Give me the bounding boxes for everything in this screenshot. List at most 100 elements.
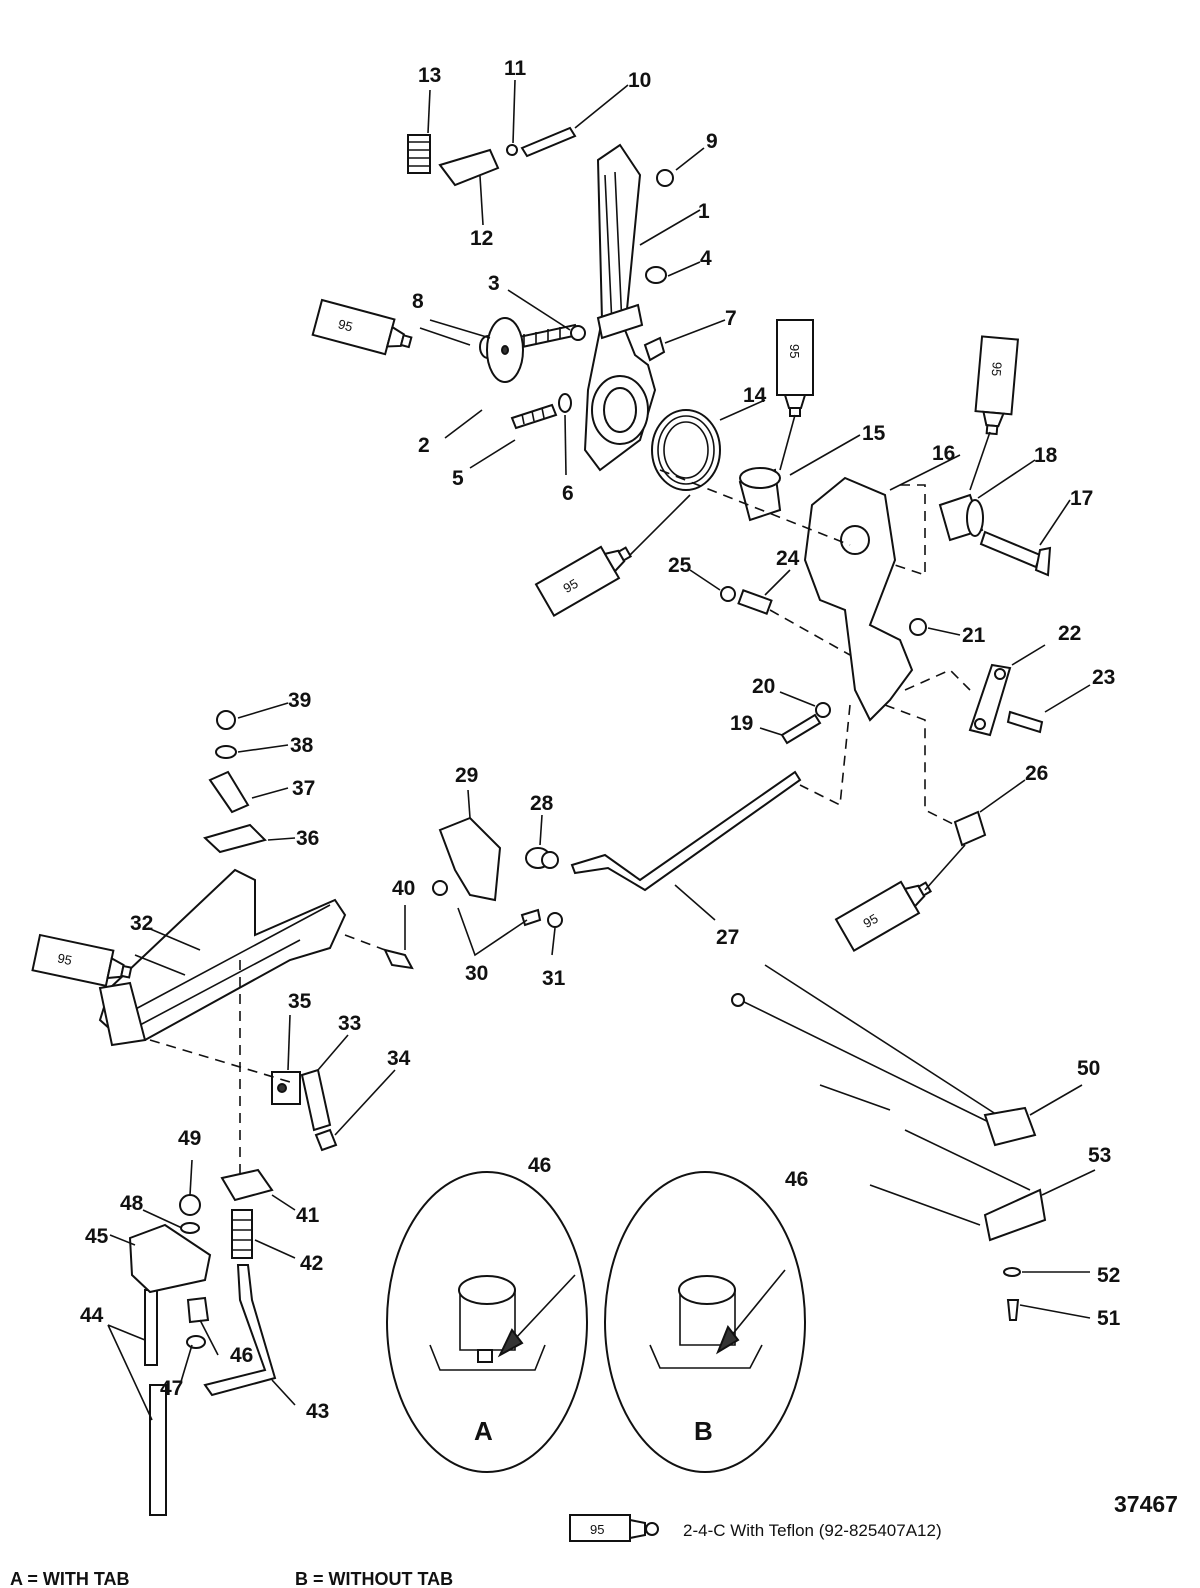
- callout-8: 8: [412, 290, 424, 313]
- callout-42: 42: [300, 1252, 323, 1275]
- bushing-28: [525, 847, 559, 869]
- parts-artwork: [98, 126, 1052, 1516]
- harness-53: [819, 1084, 1047, 1242]
- callout-40: 40: [392, 877, 415, 900]
- callout-23: 23: [1092, 666, 1115, 689]
- tube-label: 95: [337, 316, 355, 334]
- footnote-a: A = WITH TAB: [10, 1569, 130, 1588]
- callout-7: 7: [725, 307, 737, 330]
- callout-36: 36: [296, 827, 319, 850]
- washer-38: [215, 745, 237, 759]
- callout-2: 2: [418, 434, 430, 457]
- screws-30: [432, 880, 542, 927]
- callout-20: 20: [752, 675, 775, 698]
- callout-45: 45: [85, 1225, 109, 1248]
- callout-47: 47: [160, 1377, 183, 1400]
- legend-tube-icon: 95: [569, 1514, 659, 1542]
- callout-14: 14: [743, 384, 767, 407]
- drawing-number: 37467: [1114, 1491, 1178, 1517]
- bushing-46-small: [186, 1296, 210, 1324]
- callout-27: 27: [716, 926, 739, 949]
- callout-22: 22: [1058, 622, 1081, 645]
- callout-49: 49: [178, 1127, 201, 1150]
- plug-7: [643, 336, 666, 362]
- lubricant-tube: 95: [974, 335, 1020, 436]
- lubricant-tubes: 95 95 95 95 95: [31, 298, 1020, 987]
- nut-9: [656, 169, 674, 187]
- detail-a-letter: A: [474, 1416, 493, 1446]
- screw-40: [383, 948, 414, 970]
- callout-26: 26: [1025, 762, 1048, 785]
- callout-18: 18: [1034, 444, 1058, 467]
- callout-11: 11: [504, 57, 527, 80]
- callout-50: 50: [1077, 1057, 1100, 1080]
- washer-11: [506, 144, 518, 156]
- callout-9: 9: [706, 130, 718, 153]
- washer-52: [1003, 1267, 1021, 1277]
- cam-37: [208, 770, 250, 814]
- large-washer-8: [486, 317, 524, 383]
- lubricant-tube: 95: [31, 933, 133, 987]
- callout-leaders: [107, 79, 1096, 1421]
- block-41: [220, 1168, 274, 1202]
- plate-33: [300, 1068, 332, 1132]
- rod-27: [570, 770, 802, 892]
- callout-25: 25: [668, 554, 692, 577]
- screw-19: [780, 713, 822, 745]
- callout-35: 35: [288, 990, 312, 1013]
- callout-numbers: 1 2 3 4 5 6 7 8 9 10 11 12 13 14 15 16 1…: [80, 57, 1121, 1423]
- lubricant-tube: 95: [776, 319, 814, 417]
- spring-42: [231, 1209, 253, 1259]
- callout-10: 10: [628, 69, 651, 92]
- callout-5: 5: [452, 467, 464, 490]
- detail-b: B: [604, 1171, 806, 1473]
- tube-label: 95: [787, 344, 802, 358]
- nut-39: [216, 710, 236, 730]
- tube-label: 95: [56, 950, 73, 968]
- bushing-4: [645, 266, 667, 284]
- callout-13: 13: [418, 64, 441, 87]
- callout-34: 34: [387, 1047, 411, 1070]
- pivot-12: [438, 148, 500, 187]
- screw-23: [1006, 710, 1044, 734]
- nut-31: [547, 912, 563, 928]
- callout-17: 17: [1070, 487, 1093, 510]
- plate-36: [203, 823, 267, 854]
- callout-28: 28: [530, 792, 554, 815]
- bushing-18: [938, 493, 984, 542]
- callout-15: 15: [862, 422, 886, 445]
- spring-24: [737, 589, 773, 615]
- callout-51: 51: [1097, 1307, 1121, 1330]
- callout-30: 30: [465, 962, 488, 985]
- throttle-lever-arm: [583, 143, 657, 472]
- coil-spring-14: [651, 409, 721, 491]
- callout-32: 32: [130, 912, 153, 935]
- spring-13: [407, 134, 431, 174]
- rod-10: [520, 126, 577, 158]
- bracket-32: [98, 868, 347, 1047]
- washer-47: [186, 1335, 206, 1349]
- bushing-15: [738, 467, 782, 522]
- set-screw-5: [510, 403, 558, 430]
- callout-53: 53: [1088, 1144, 1111, 1167]
- lubricant-legend: 95 2-4-C With Teflon (92-825407A12): [569, 1514, 942, 1542]
- callout-29: 29: [455, 764, 478, 787]
- callout-31: 31: [542, 967, 566, 990]
- link-rod-43: [203, 1264, 277, 1397]
- nut-3: [570, 325, 586, 341]
- nut-25: [720, 586, 736, 602]
- callout-46: 46: [230, 1344, 253, 1367]
- callout-21: 21: [962, 624, 986, 647]
- washer-6: [558, 393, 572, 413]
- tube-label: 95: [561, 576, 581, 596]
- cam-plate-16: [803, 476, 914, 722]
- callout-43: 43: [306, 1400, 329, 1423]
- callout-44: 44: [80, 1304, 104, 1327]
- detail-b-letter: B: [694, 1416, 713, 1446]
- bolt-17: [979, 530, 1052, 577]
- screw-34: [314, 1128, 338, 1152]
- callout-24: 24: [776, 547, 800, 570]
- callout-16: 16: [932, 442, 955, 465]
- switch-50: [731, 964, 1037, 1147]
